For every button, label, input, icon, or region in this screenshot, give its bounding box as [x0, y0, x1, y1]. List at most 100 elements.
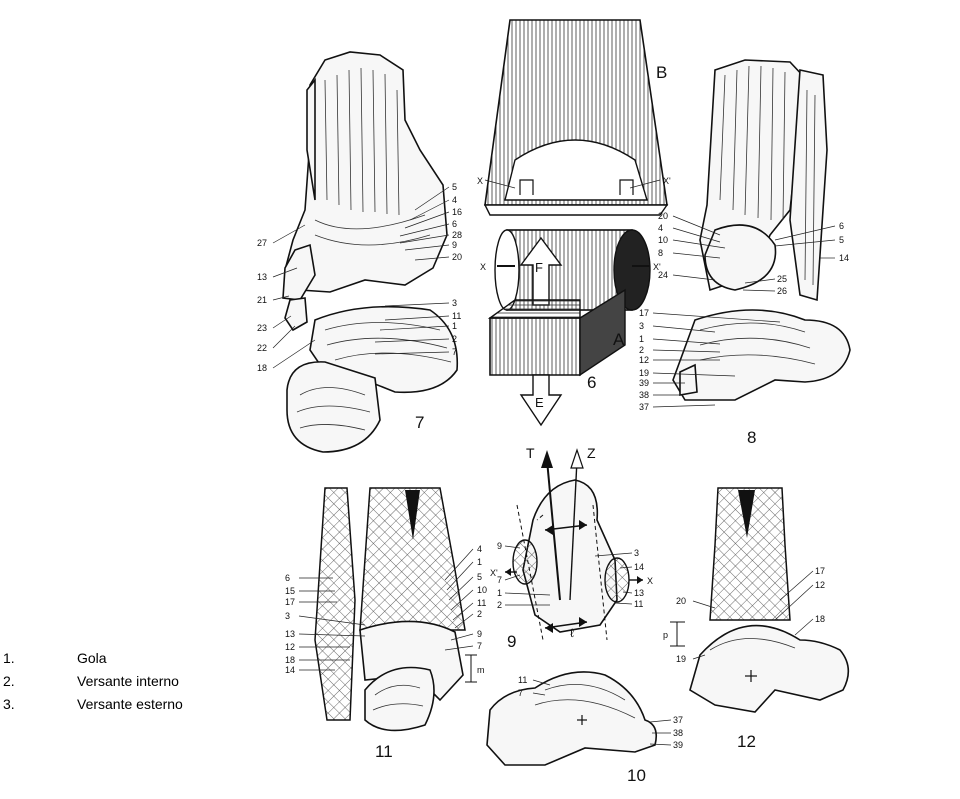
fig8-label: 20: [658, 211, 668, 221]
figure-10: 11 7 37 38 39 10: [486, 671, 683, 785]
legend-text: Versante esterno: [77, 696, 183, 712]
fig8-label: 37: [639, 402, 649, 412]
fig8-label: 38: [639, 390, 649, 400]
fig8-label: 3: [639, 321, 644, 331]
anatomical-plate: 27 13 21 23 22 18 5 4 16 6 28 9 20 3 11 …: [215, 0, 960, 799]
fig12-label: 17: [815, 566, 825, 576]
fig6-block-A: [487, 288, 626, 427]
fig10-label: 7: [518, 688, 523, 698]
fig8-label: 8: [658, 248, 663, 258]
fig8-number: 8: [747, 428, 756, 447]
fig11-leaders: [298, 548, 477, 683]
legend-text: Gola: [77, 650, 107, 666]
fig8-label: 24: [658, 270, 668, 280]
fig8-leaders: [652, 215, 836, 408]
fig7-label: 7: [452, 347, 457, 357]
fig12-label: 18: [815, 614, 825, 624]
fig6-letter-Xp: X': [653, 262, 661, 272]
fig8-label: 2: [639, 345, 644, 355]
fig11-label: 13: [285, 629, 295, 639]
fig7-left-labels: 27 13 21 23 22 18: [257, 238, 267, 373]
fig7-number: 7: [415, 413, 424, 432]
fig8-lower-drawing: [672, 309, 851, 401]
figure-12: 17 12 20 18 19 p 12: [663, 487, 850, 751]
fig12-label: 19: [676, 654, 686, 664]
fig9-label: 9: [497, 541, 502, 551]
fig9-drawing: [505, 448, 643, 641]
fig8-label: 19: [639, 368, 649, 378]
fig11-m: m: [477, 665, 485, 675]
fig6-block-B: [483, 19, 669, 216]
figure-7: 27 13 21 23 22 18 5 4 16 6 28 9 20 3 11 …: [257, 51, 462, 453]
figure-6: B X X' X X' F A E 6: [477, 19, 671, 427]
fig9-letter-X: X: [647, 576, 653, 586]
fig10-number: 10: [627, 766, 646, 785]
fig7-label: 22: [257, 343, 267, 353]
fig8-label: 4: [658, 223, 663, 233]
fig10-label: 38: [673, 728, 683, 738]
fig7-label: 16: [452, 207, 462, 217]
fig10-leaders: [532, 679, 672, 746]
fig12-leaders: [692, 570, 814, 660]
fig6-letter-B: B: [656, 63, 667, 82]
fig11-label: 1: [477, 557, 482, 567]
fig11-label: 3: [285, 611, 290, 621]
legend-number: 1.: [3, 650, 15, 666]
figure-8: 20 4 10 8 24 6 5 14 25 26 17 3 1 2 12 19…: [639, 59, 851, 447]
fig9-label: 3: [634, 548, 639, 558]
fig9-letter-Xp: X': [490, 568, 498, 578]
fig9-letter-Z: Z: [587, 445, 596, 461]
legend-number: 3.: [3, 696, 15, 712]
fig8-label: 6: [839, 221, 844, 231]
fig11-number: 11: [375, 742, 393, 761]
fig9-label: 13: [634, 588, 644, 598]
fig8-label: 10: [658, 235, 668, 245]
fig7-label: 18: [257, 363, 267, 373]
fig8-label: 14: [839, 253, 849, 263]
fig6-letter-E: E: [535, 395, 544, 410]
fig7-label: 9: [452, 240, 457, 250]
fig8-label: 1: [639, 334, 644, 344]
fig10-drawing: [486, 671, 658, 766]
fig6-letter-X: X: [480, 262, 486, 272]
fig11-label: 10: [477, 585, 487, 595]
fig6-letter-X: X: [477, 176, 483, 186]
fig11-label: 17: [285, 597, 295, 607]
fig12-label: 20: [676, 596, 686, 606]
fig11-label: 11: [477, 598, 486, 608]
fig11-labels: 6 15 17 3 13 12 18 14 4 1 5 10 11 2 9 7 …: [285, 544, 487, 675]
legend-text: Versante interno: [77, 673, 179, 689]
fig6-number: 6: [587, 373, 596, 392]
fig6-letter-F: F: [535, 260, 543, 275]
fig8-label: 39: [639, 378, 649, 388]
fig11-label: 18: [285, 655, 295, 665]
fig7-label: 28: [452, 230, 462, 240]
fig11-label: 14: [285, 665, 295, 675]
fig7-label: 4: [452, 195, 457, 205]
fig11-label: 12: [285, 642, 295, 652]
fig12-label: 12: [815, 580, 825, 590]
fig7-right-labels: 5 4 16 6 28 9 20 3 11 1 2 7: [452, 182, 462, 357]
fig11-label: 2: [477, 609, 482, 619]
fig7-label: 5: [452, 182, 457, 192]
fig7-right-leaders: [374, 186, 450, 355]
fig10-label: 39: [673, 740, 683, 750]
fig7-bone-drawing: [282, 51, 459, 453]
fig11-label: 7: [477, 641, 482, 651]
fig7-label: 23: [257, 323, 267, 333]
fig12-drawing: [670, 487, 850, 713]
fig11-label: 6: [285, 573, 290, 583]
fig6-letter-Xp: X': [663, 176, 671, 186]
fig10-label: 11: [518, 675, 527, 685]
fig8-label: 25: [777, 274, 787, 284]
fig9-number: 9: [507, 632, 516, 651]
fig7-label: 27: [257, 238, 267, 248]
fig12-p: p: [663, 630, 668, 640]
fig8-labels: 20 4 10 8 24 6 5 14 25 26 17 3 1 2 12 19…: [639, 211, 849, 412]
fig11-label: 4: [477, 544, 482, 554]
fig8-label: 12: [639, 355, 649, 365]
fig7-label: 6: [452, 219, 457, 229]
legend-number: 2.: [3, 673, 15, 689]
fig11-label: 9: [477, 629, 482, 639]
fig11-label: 5: [477, 572, 482, 582]
